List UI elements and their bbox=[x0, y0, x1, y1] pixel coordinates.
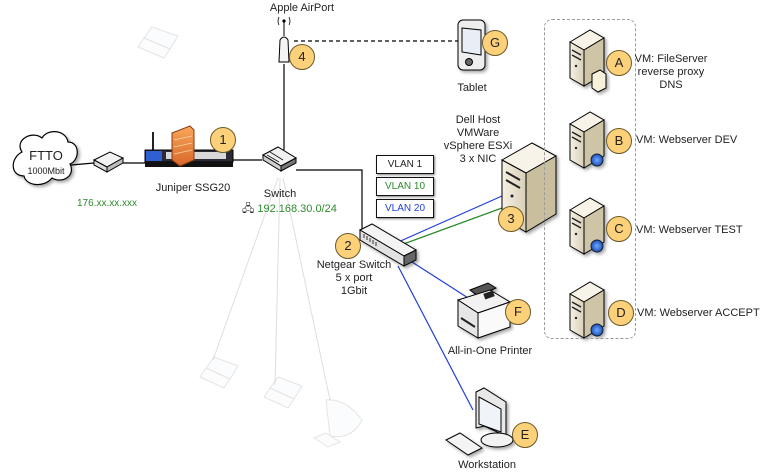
host-line4: 3 x NIC bbox=[459, 153, 497, 165]
link-ftto-modem bbox=[70, 162, 95, 166]
vm-group-border bbox=[544, 19, 636, 339]
modem-icon bbox=[92, 151, 125, 173]
badge-e: E bbox=[512, 422, 538, 448]
badge-g: G bbox=[482, 30, 508, 56]
link-vlan10-host bbox=[397, 207, 503, 247]
wireless-access-point-icon bbox=[277, 16, 291, 63]
web-server-icon bbox=[569, 111, 605, 169]
vm-d-label: VM: Webserver ACCEPT bbox=[637, 307, 760, 319]
internet-label: FTTO bbox=[29, 148, 63, 163]
vm-c-label: VM: Webserver TEST bbox=[636, 224, 743, 236]
faded-link bbox=[282, 177, 331, 401]
vlan-10-tag: VLAN 10 bbox=[376, 177, 434, 196]
internet-speed: 1000Mbit bbox=[27, 166, 65, 176]
wan-ip: 176.xx.xx.xxx bbox=[76, 198, 138, 209]
badge-f: F bbox=[505, 299, 531, 325]
badge-4: 4 bbox=[289, 44, 315, 70]
switch-label: Switch bbox=[263, 188, 297, 200]
netgear-line2: 5 x port bbox=[335, 272, 373, 284]
badge-3: 3 bbox=[498, 206, 524, 232]
netgear-line3: 1Gbit bbox=[340, 285, 368, 297]
faded-links bbox=[212, 177, 331, 401]
web-server-icon bbox=[569, 197, 605, 255]
switch-subnet: 🖧 192.168.30.0/24 bbox=[242, 203, 342, 216]
workstation-icon bbox=[445, 387, 514, 456]
document-icon bbox=[591, 69, 607, 93]
globe-icon bbox=[590, 239, 604, 253]
web-server-icon bbox=[569, 281, 605, 339]
tablet-icon bbox=[457, 19, 486, 71]
vm-a-line2: reverse proxy bbox=[637, 66, 705, 78]
faded-clients bbox=[137, 26, 363, 448]
host-line2: VMWare bbox=[456, 127, 500, 139]
badge-a: A bbox=[606, 50, 632, 76]
vm-servers bbox=[569, 29, 607, 339]
laptop-icon bbox=[263, 376, 303, 409]
firewall-router-icon bbox=[144, 125, 234, 167]
vm-a-line3: DNS bbox=[659, 79, 683, 91]
badge-d: D bbox=[608, 300, 634, 326]
tablet-label: Tablet bbox=[457, 82, 487, 94]
netgear-line1: Netgear Switch bbox=[316, 259, 392, 271]
host-line3: vSphere ESXi bbox=[443, 140, 513, 152]
faded-link bbox=[274, 177, 281, 386]
links bbox=[70, 40, 503, 411]
imac-icon bbox=[312, 399, 363, 448]
firewall-label: Juniper SSG20 bbox=[155, 182, 231, 194]
badge-b: B bbox=[606, 128, 632, 154]
vm-b-label: VM: Webserver DEV bbox=[636, 134, 738, 146]
network-icon: 🖧 bbox=[242, 203, 255, 215]
link-vlan20-host bbox=[395, 195, 503, 244]
workstation-label: Workstation bbox=[458, 459, 516, 471]
printer-label: All-in-One Printer bbox=[447, 345, 533, 357]
subnet-text: 192.168.30.0/24 bbox=[257, 203, 337, 215]
vm-a-line1: VM: FileServer bbox=[634, 53, 708, 65]
globe-icon bbox=[590, 323, 604, 337]
laptop-icon bbox=[137, 26, 179, 59]
switch-icon bbox=[261, 146, 298, 172]
cloud-icon bbox=[12, 131, 78, 186]
badge-2: 2 bbox=[335, 233, 361, 259]
globe-icon bbox=[590, 153, 604, 167]
file-server-icon bbox=[569, 29, 607, 93]
link-switch-netgear bbox=[296, 169, 363, 232]
badge-1: 1 bbox=[210, 127, 236, 153]
link-netgear-workstation bbox=[397, 265, 474, 411]
faded-link bbox=[212, 177, 279, 361]
vlan-1-tag: VLAN 1 bbox=[376, 155, 434, 174]
laptop-icon bbox=[199, 356, 239, 389]
vlan-20-tag: VLAN 20 bbox=[376, 199, 434, 218]
host-line1: Dell Host bbox=[455, 114, 501, 126]
airport-label: Apple AirPort bbox=[269, 2, 335, 14]
badge-c: C bbox=[606, 216, 632, 242]
printer-icon bbox=[456, 282, 512, 339]
netgear-switch-icon bbox=[358, 223, 418, 267]
